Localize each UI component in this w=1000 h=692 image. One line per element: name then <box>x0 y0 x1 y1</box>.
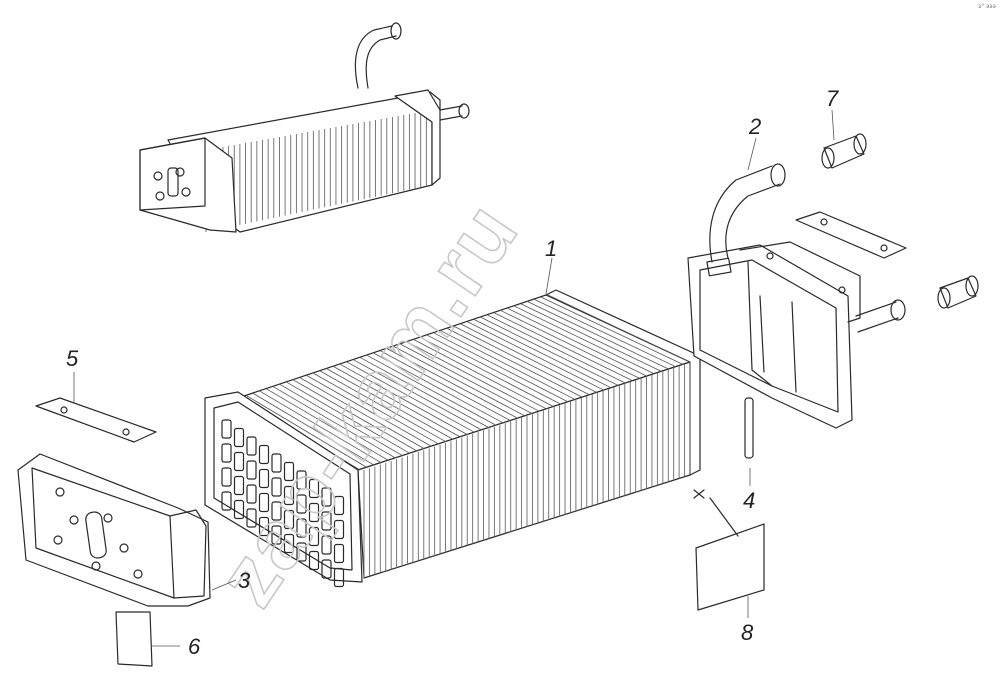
callout-2: 2 <box>748 114 761 139</box>
left-tank-part-3 <box>17 453 211 607</box>
callout-7: 7 <box>826 86 839 111</box>
outlet-cap <box>937 275 979 309</box>
assembled-radiator-view <box>139 22 470 233</box>
corner-mark: з° эээ <box>978 3 996 10</box>
callout-5: 5 <box>66 346 79 371</box>
callout-1: 1 <box>545 236 557 261</box>
callout-3: 3 <box>238 568 251 593</box>
callout-6: 6 <box>188 634 201 659</box>
label-plate-part-8 <box>693 489 765 611</box>
gasket-part-5 <box>35 397 157 443</box>
callout-4: 4 <box>743 488 755 513</box>
right-tank-part-2 <box>687 163 906 429</box>
radiator-core-part-1 <box>204 289 701 588</box>
pin-part-4 <box>744 397 754 459</box>
plate-part-6 <box>115 611 153 667</box>
gasket-right <box>795 211 907 259</box>
plug-part-7 <box>821 133 867 169</box>
core-tube-ends <box>221 419 345 588</box>
leader-lines <box>73 109 835 647</box>
callout-8: 8 <box>741 620 754 645</box>
